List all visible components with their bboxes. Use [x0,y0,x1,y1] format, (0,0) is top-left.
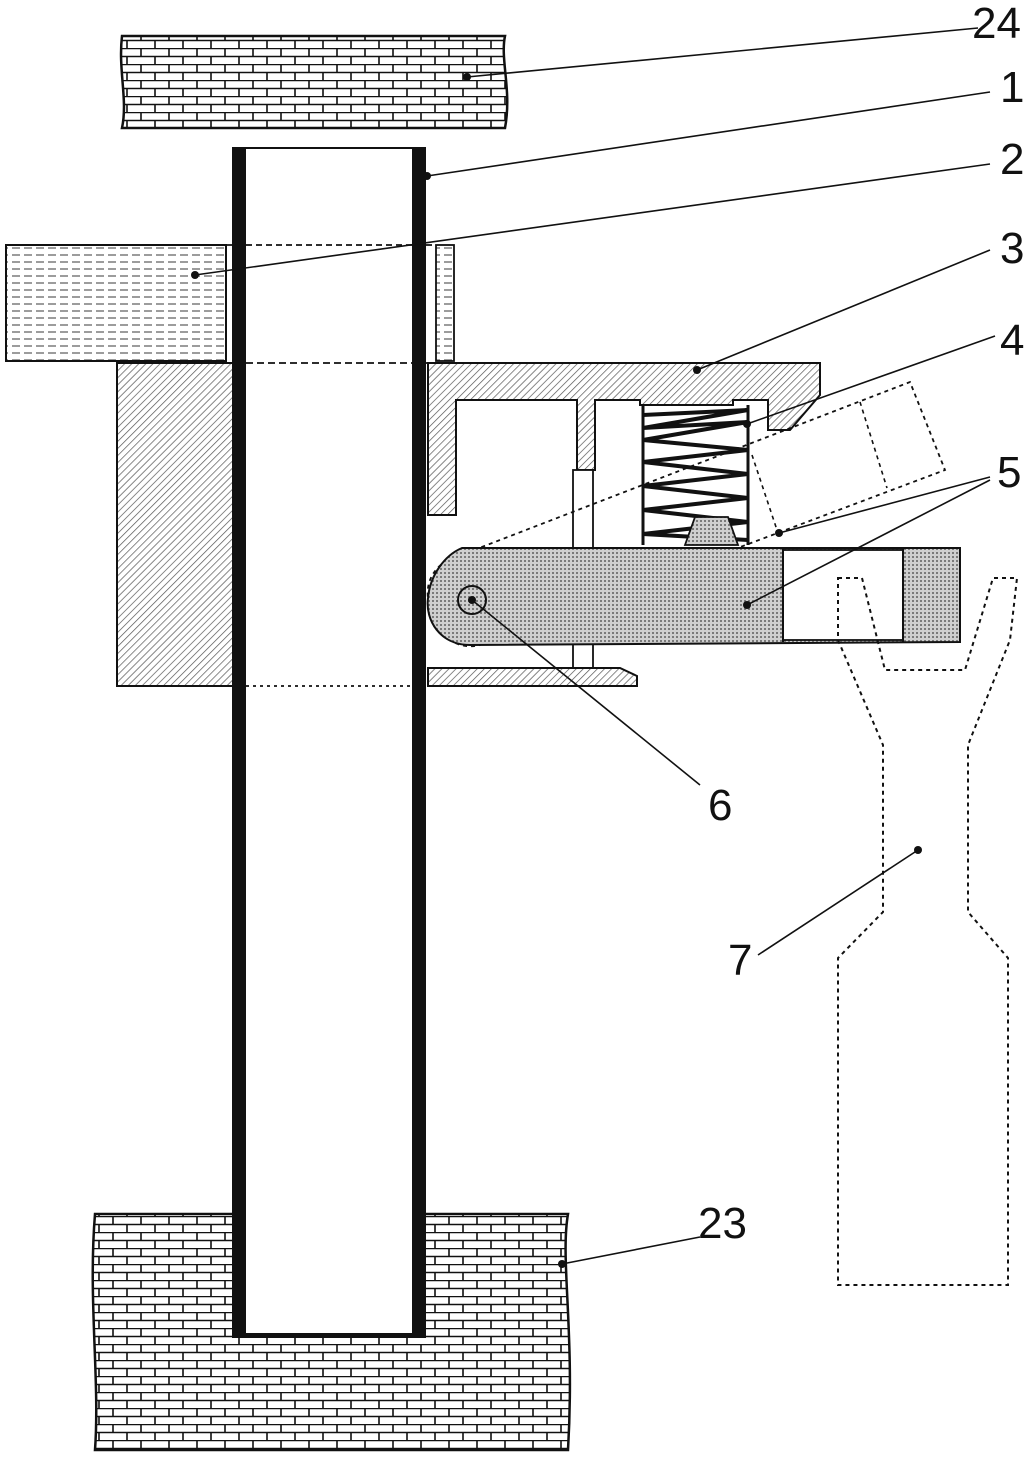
label-1: 1 [1000,63,1024,112]
spring [642,408,749,542]
leader-dots [191,73,922,1268]
bottom-plate [427,667,638,687]
label-23: 23 [698,1199,747,1248]
label-24: 24 [972,0,1021,48]
label-7: 7 [728,936,752,985]
leader-lines [194,27,996,1265]
label-3: 3 [1000,224,1024,273]
slab [5,244,227,362]
pipe-right-wall [412,148,426,1338]
bracket [427,362,821,516]
slab-right-strip [435,244,455,362]
latch-end-clear [782,549,904,641]
upper-masonry [119,34,509,130]
label-4: 4 [1000,316,1024,365]
wrench-outline [837,577,1019,1286]
pipe-left-wall [232,148,246,1338]
housing-left-block [116,362,235,687]
label-5: 5 [997,448,1021,497]
spring-seat [683,516,740,546]
label-2: 2 [1000,135,1024,184]
pipe-interior [246,148,412,1333]
label-6: 6 [708,781,732,830]
